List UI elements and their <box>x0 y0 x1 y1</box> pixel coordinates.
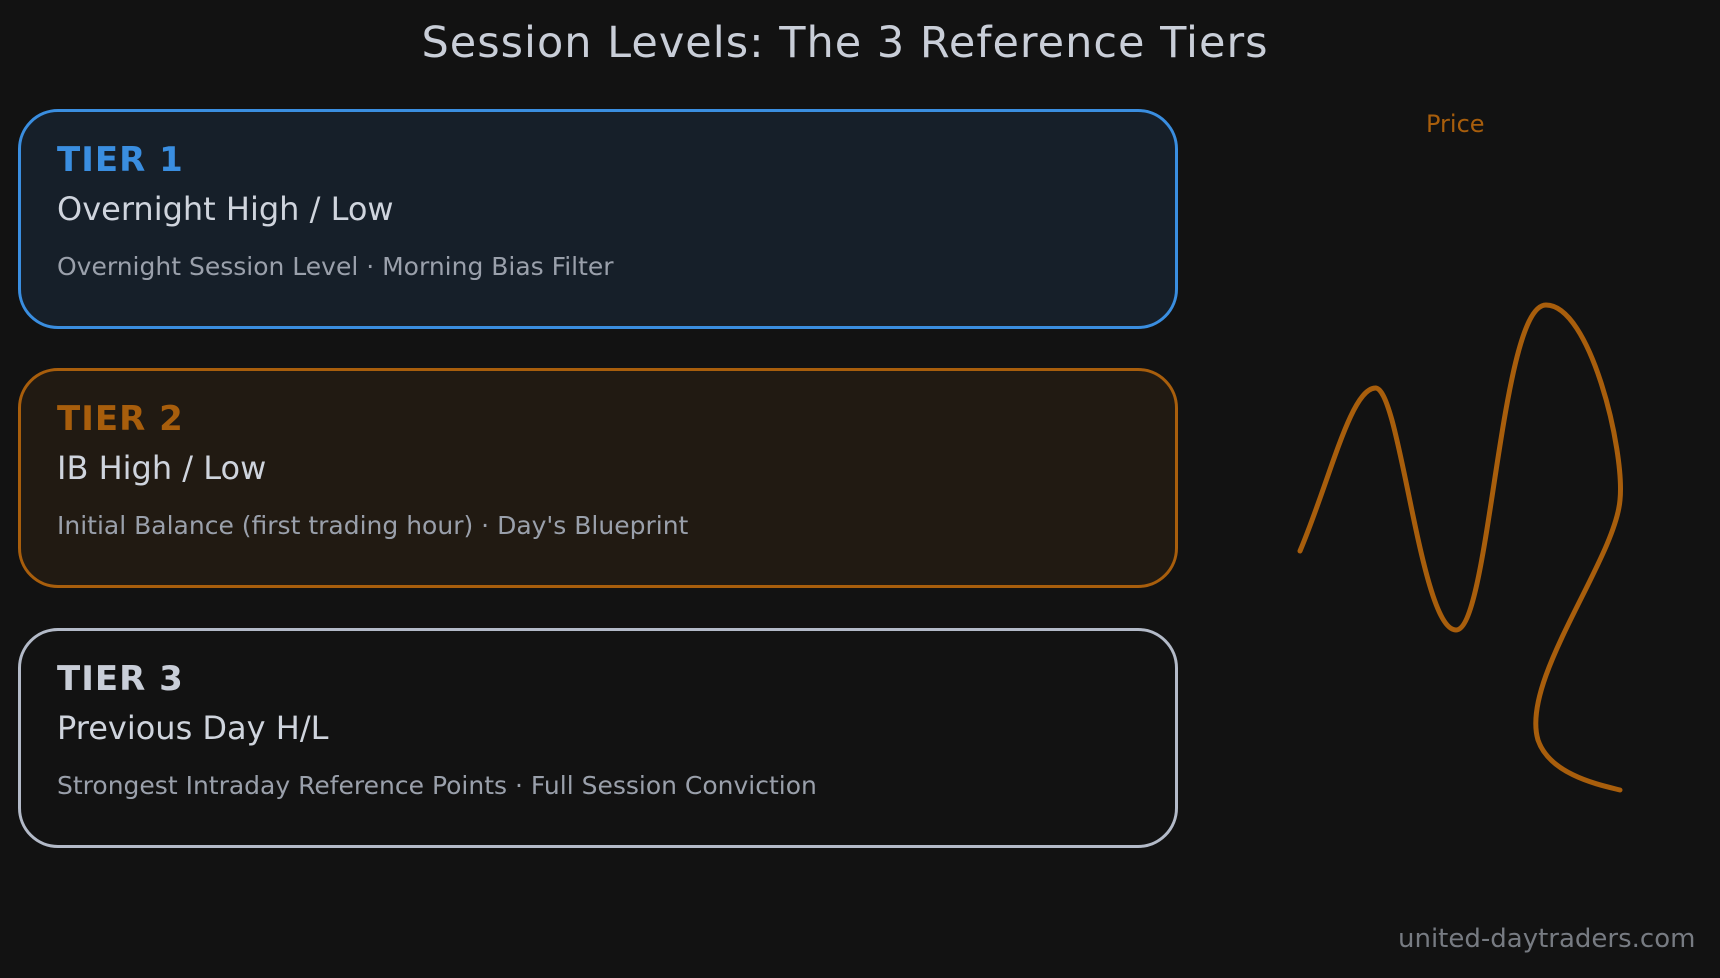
watermark: united-daytraders.com <box>1398 924 1696 954</box>
tier-2-name: IB High / Low <box>57 449 267 487</box>
tier-2-card: TIER 2 IB High / Low Initial Balance (fi… <box>18 368 1178 588</box>
tier-3-card: TIER 3 Previous Day H/L Strongest Intrad… <box>18 628 1178 848</box>
tier-3-label: TIER 3 <box>57 659 184 699</box>
tier-1-name: Overnight High / Low <box>57 190 394 228</box>
tier-2-description: Initial Balance (first trading hour) · D… <box>57 511 689 540</box>
tier-2-label: TIER 2 <box>57 399 184 439</box>
page-title: Session Levels: The 3 Reference Tiers <box>421 18 1269 68</box>
price-curve <box>1297 302 1623 793</box>
tier-1-card: TIER 1 Overnight High / Low Overnight Se… <box>18 109 1178 329</box>
tier-1-description: Overnight Session Level · Morning Bias F… <box>57 252 614 281</box>
price-label: Price <box>1426 110 1485 138</box>
tier-3-description: Strongest Intraday Reference Points · Fu… <box>57 771 817 800</box>
tier-1-label: TIER 1 <box>57 140 184 180</box>
tier-3-name: Previous Day H/L <box>57 709 329 747</box>
